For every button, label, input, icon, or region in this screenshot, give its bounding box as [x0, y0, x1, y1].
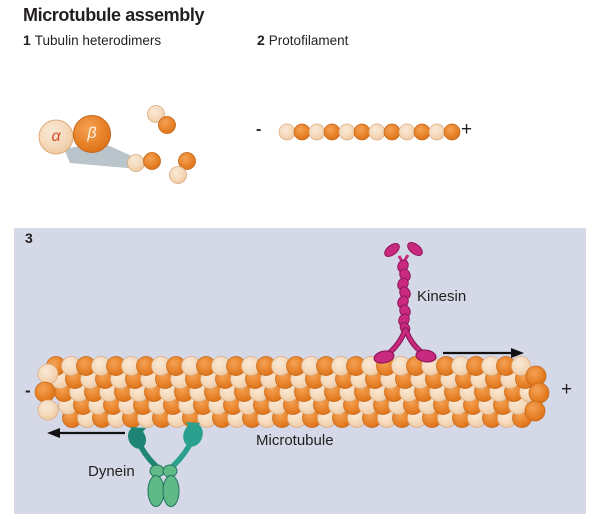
step-1-label: Tubulin heterodimers [34, 33, 162, 48]
beta-subunit-label: β [87, 125, 97, 142]
free-dimer-2 [127, 152, 161, 172]
dynein-arm-right [183, 423, 203, 447]
microtubule-minus-end: - [25, 381, 31, 400]
dynein-direction-arrow [47, 428, 125, 438]
kinesin-stalk [397, 259, 411, 335]
kinesin-graphic [373, 242, 437, 364]
protofilament-minus-end: - [256, 121, 262, 138]
kinesin-cargo-lobe [407, 242, 423, 256]
dynein-arm-left [128, 427, 146, 449]
beta-subunit-circle [73, 115, 111, 153]
heterodimer-graphic [38, 105, 196, 184]
kinesin-label: Kinesin [417, 288, 467, 305]
kinesin-foot [373, 350, 395, 364]
kinesin-foot [415, 349, 437, 363]
kinesin-direction-arrow [443, 348, 524, 358]
dynein-lobe [147, 475, 165, 507]
alpha-subunit-label: α [51, 128, 61, 145]
page-title: Microtubule assembly [23, 5, 205, 25]
kinesin-cargo-lobe [384, 243, 400, 257]
dynein-lobe [162, 475, 180, 507]
free-dimer-3 [169, 152, 196, 184]
microtubule-label: Microtubule [256, 432, 334, 449]
alpha-subunit-circle [38, 119, 74, 155]
step-1-number: 1 [23, 32, 31, 48]
microtubule-graphic [34, 356, 550, 428]
protofilament-plus-end: + [461, 119, 473, 140]
step-2-label: Protofilament [268, 33, 349, 48]
dynein-graphic [128, 422, 203, 507]
microtubule-plus-end: + [561, 379, 573, 400]
free-dimer-1 [147, 105, 176, 134]
protofilament-graphic [278, 123, 461, 141]
step-3-number: 3 [25, 230, 33, 246]
dynein-label: Dynein [88, 463, 135, 480]
step-2-number: 2 [257, 32, 265, 48]
